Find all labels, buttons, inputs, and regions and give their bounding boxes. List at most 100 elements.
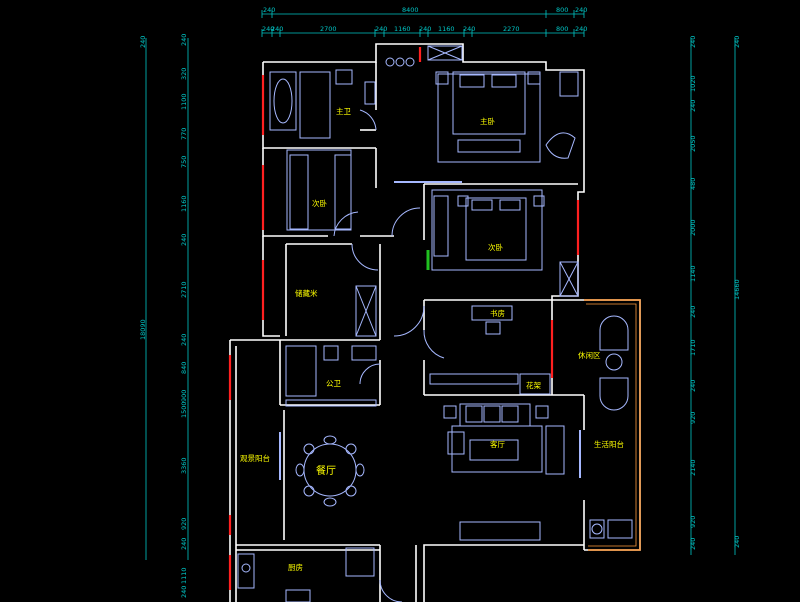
dim-label: 920 <box>689 516 697 528</box>
dim-label: 1100 <box>180 93 188 110</box>
dim-label: 240 <box>180 334 188 346</box>
dim-label: 800 <box>556 6 568 14</box>
dining-chair <box>355 463 365 477</box>
closet-panel <box>289 154 309 230</box>
study-desk <box>471 305 513 321</box>
furniture <box>237 45 633 602</box>
room-label-public-bath: 公卫 <box>326 379 341 388</box>
nightstand <box>457 195 469 207</box>
dim-label: 2700 <box>320 25 337 33</box>
shower-area <box>285 345 317 397</box>
tv-cabinet <box>459 521 541 541</box>
washing-machine <box>589 519 605 539</box>
vanity <box>351 345 377 361</box>
dim-label: 1500 <box>180 401 188 418</box>
dim-label: 1160 <box>394 25 411 33</box>
dim-total-left: 18090 <box>139 319 147 340</box>
dim-label: 1160 <box>180 195 188 212</box>
sofa-seat <box>465 405 483 423</box>
dim-label: 240 <box>139 36 147 48</box>
side-table <box>443 405 457 419</box>
washer-drum <box>591 523 603 535</box>
desk <box>433 195 449 257</box>
room-label-second-bedroom: 次卧 <box>312 198 327 208</box>
dim-label: 240 <box>575 25 587 33</box>
dining-chair <box>345 443 357 455</box>
dim-label: 2710 <box>180 281 188 298</box>
room-label-leisure: 休闲区 <box>578 350 601 360</box>
armchair <box>545 132 576 159</box>
sink <box>364 81 376 105</box>
nightstand <box>435 71 449 85</box>
room-label-flower-stand: 花架 <box>526 380 541 390</box>
fixture <box>385 57 395 67</box>
rug <box>437 73 541 163</box>
nightstand <box>533 195 545 207</box>
room-label-life-balcony: 生活阳台 <box>594 439 624 449</box>
dim-label: 240 <box>689 380 697 392</box>
study-chair <box>485 321 501 335</box>
left-dimension-labels: 240 320 1100 770 750 1160 240 2710 240 8… <box>139 34 188 598</box>
master-bed <box>452 71 526 135</box>
door-arc <box>423 329 445 359</box>
dim-label: 1710 <box>689 339 697 356</box>
bathtub <box>269 71 297 131</box>
toilet <box>335 69 353 85</box>
dim-label: 240 <box>262 25 274 33</box>
dim-label: 750 <box>180 156 188 168</box>
door-arc <box>359 363 381 385</box>
lounge-chair <box>599 377 629 411</box>
dimension-ticks <box>261 10 585 37</box>
room-label-living-room: 客厅 <box>490 439 505 449</box>
door-arc <box>351 243 379 271</box>
room-label-view-balcony: 观景阳台 <box>240 453 270 463</box>
shower-area <box>299 71 331 139</box>
stove <box>285 589 311 602</box>
flower-stand <box>519 373 551 395</box>
room-label-storage: 储藏米 <box>295 288 318 298</box>
closet-panel <box>334 154 352 230</box>
dim-label: 240 <box>689 36 697 48</box>
dining-chair <box>303 485 315 497</box>
dimensions <box>145 13 736 560</box>
dim-label: 920 <box>689 412 697 424</box>
dining-chair <box>303 443 315 455</box>
bookshelf <box>429 373 519 385</box>
dim-label: 2000 <box>689 219 697 236</box>
dining-chair <box>323 435 337 445</box>
sink <box>241 563 251 573</box>
dim-label: 1020 <box>689 75 697 92</box>
dim-label: 3360 <box>180 457 188 474</box>
room-labels: 主卫 主卧 次卧 次卧 储藏米 书房 公卫 休闲区 花架 客厅 餐厅 观景阳台 … <box>240 106 624 572</box>
pillow <box>499 199 521 211</box>
dim-label: 1140 <box>689 265 697 282</box>
dining-chair <box>295 463 305 477</box>
room-label-dining-room: 餐厅 <box>316 464 336 477</box>
dining-chair <box>345 485 357 497</box>
armchair <box>447 431 465 455</box>
right-dimension-labels: 240 1020 240 2050 480 2000 1140 240 1710… <box>689 36 741 550</box>
pillow <box>471 199 493 211</box>
side-table <box>605 353 623 371</box>
coffee-table <box>469 439 519 461</box>
wardrobe <box>559 71 579 97</box>
room-label-study: 书房 <box>490 308 505 318</box>
dim-label: 240 <box>419 25 431 33</box>
dim-label: 2050 <box>689 135 697 152</box>
dim-label: 900 <box>180 390 188 402</box>
cabinet <box>427 45 463 61</box>
door-arc <box>333 211 359 237</box>
bathtub-basin <box>273 78 293 124</box>
toilet <box>323 345 339 361</box>
dim-label: 240 <box>271 25 283 33</box>
sofa-seat <box>501 405 519 423</box>
dining-chair <box>323 497 337 507</box>
sofa-seat <box>483 405 501 423</box>
storage-shelf <box>355 285 377 337</box>
dim-label: 240 <box>689 538 697 550</box>
dim-label: 1160 <box>438 25 455 33</box>
fixture <box>405 57 415 67</box>
dim-label: 240 <box>575 6 587 14</box>
